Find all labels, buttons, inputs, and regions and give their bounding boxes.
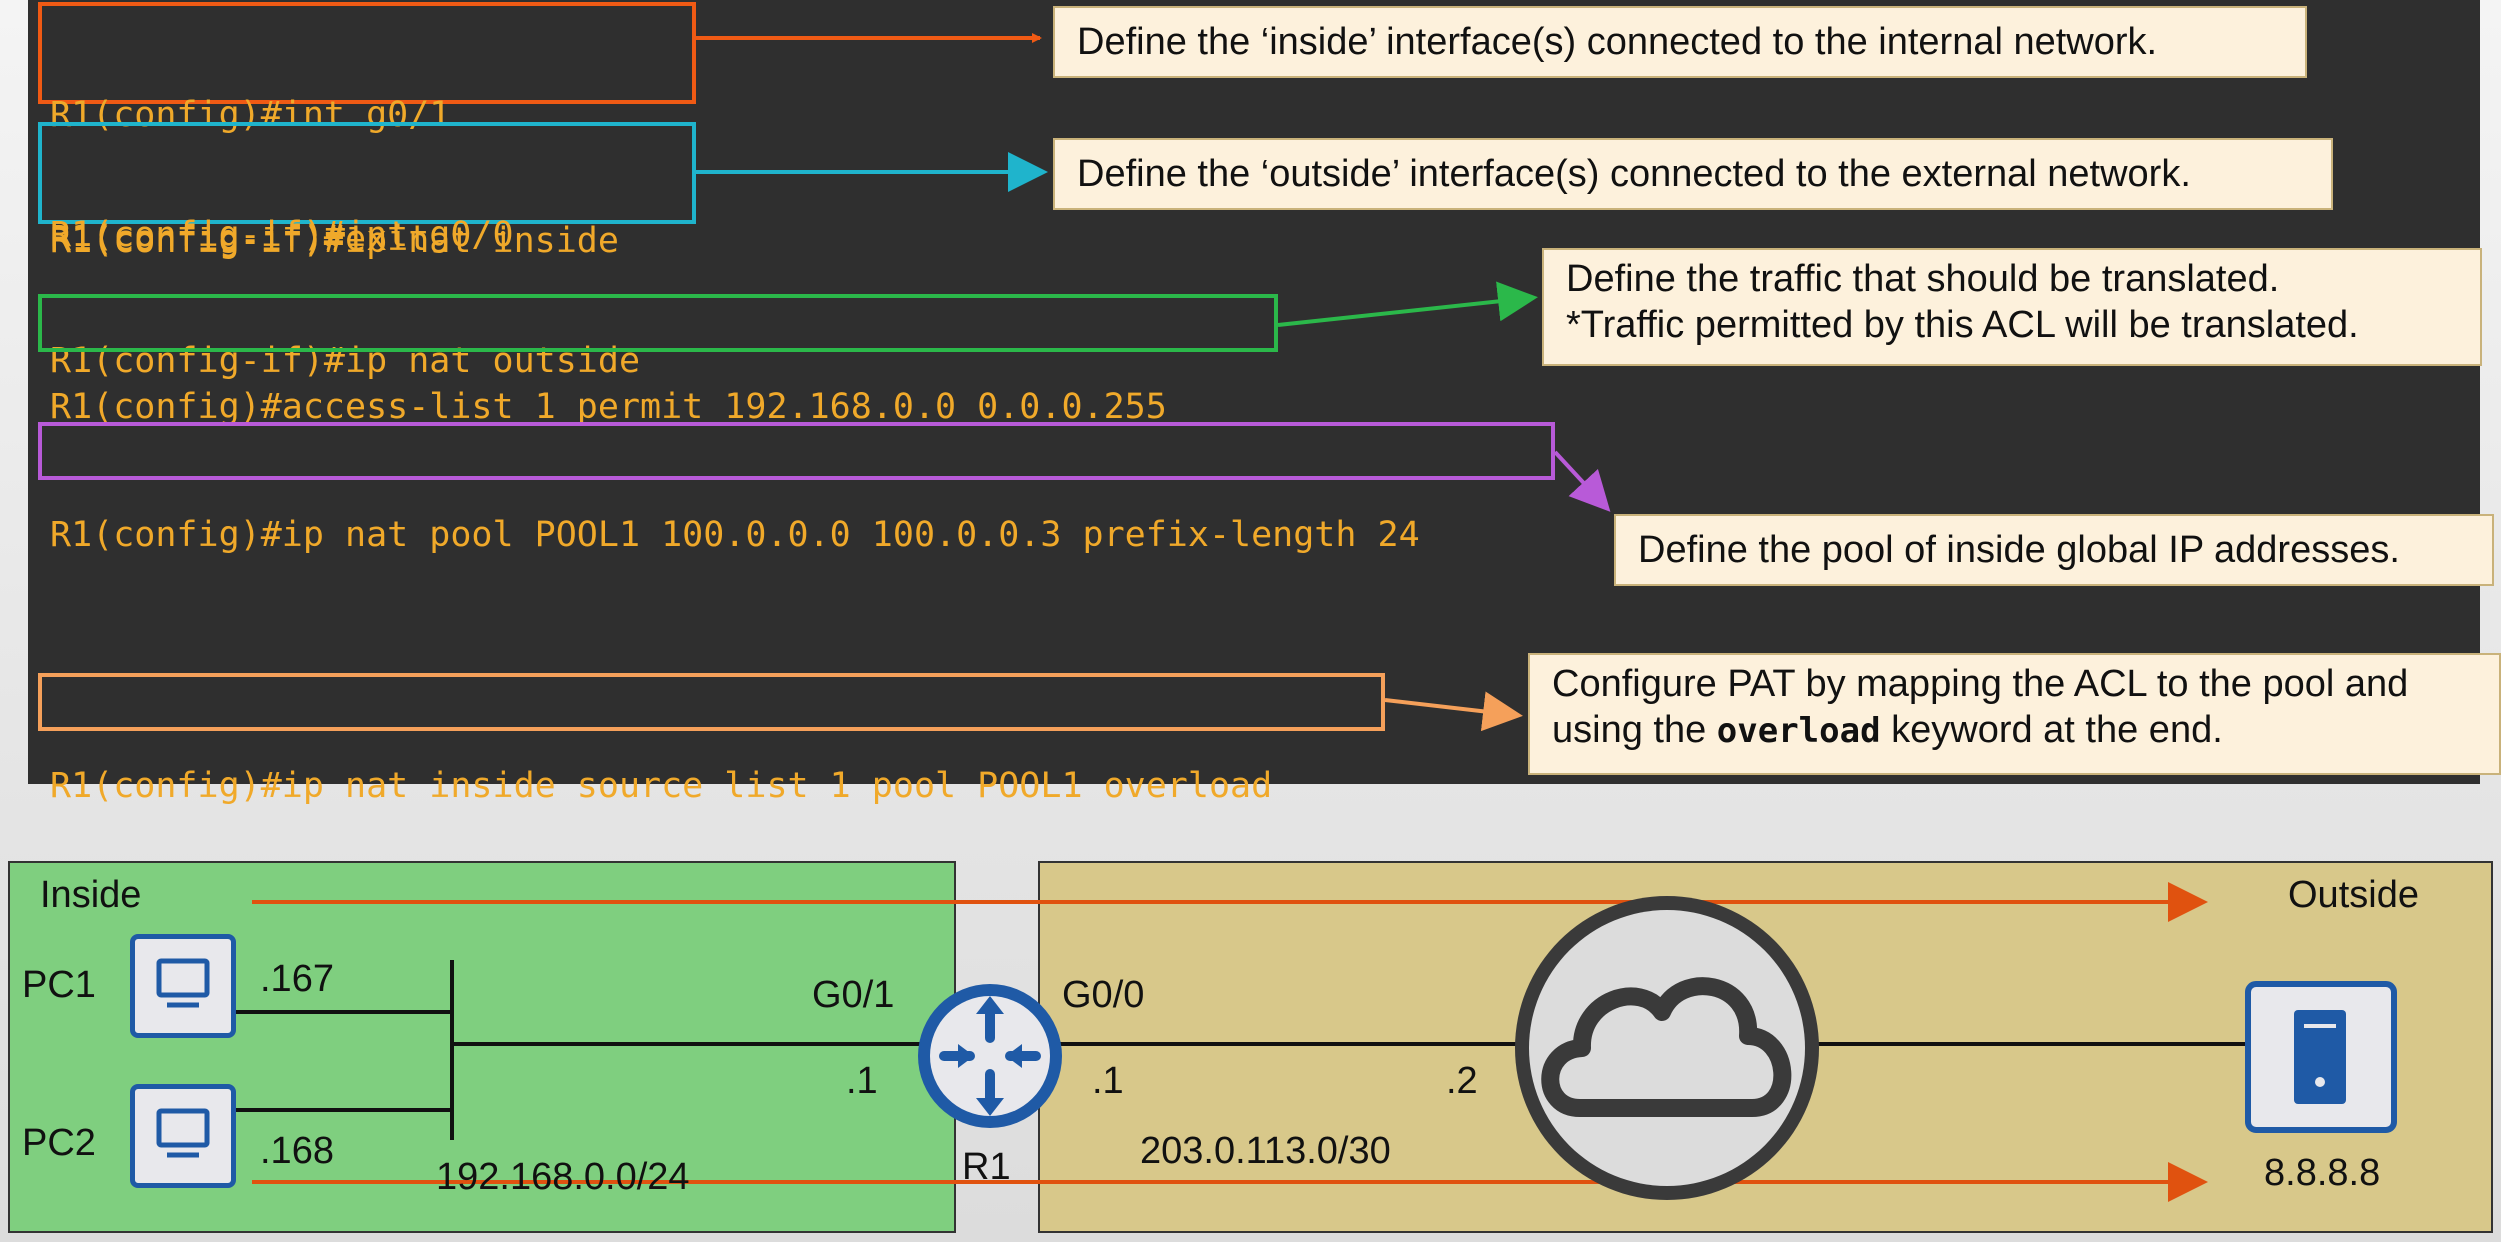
pc-icon <box>130 934 236 1038</box>
router-inside-ip-label: .1 <box>846 1060 878 1102</box>
note-text: Define the pool of inside global IP addr… <box>1638 529 2400 571</box>
pat-note: Configure PAT by mapping the ACL to the … <box>1528 653 2501 775</box>
wan-subnet-label: 203.0.113.0/30 <box>1140 1130 1391 1172</box>
overload-keyword: overload <box>1716 711 1881 751</box>
note-text-line2: using the overload keyword at the end. <box>1552 707 2499 754</box>
pc2-ip-label: .168 <box>260 1130 334 1172</box>
pool-command: R1(config)#ip nat pool POOL1 100.0.0.0 1… <box>38 422 1555 555</box>
server-icon <box>2245 981 2397 1133</box>
lan-subnet-label: 192.168.0.0/24 <box>436 1156 690 1198</box>
note-text: Define the traffic that should be transl… <box>1566 258 2280 300</box>
command-line: R1(config)#access-list 1 permit 192.168.… <box>50 387 1167 427</box>
router-icon <box>918 984 1062 1128</box>
outside-label: Outside <box>2288 874 2419 916</box>
pc1-label: PC1 <box>22 964 96 1006</box>
isp-ip-label: .2 <box>1446 1060 1478 1102</box>
command-line: R1(config)#ip nat pool POOL1 100.0.0.0 1… <box>50 515 1420 555</box>
outside-note: Define the ‘outside’ interface(s) connec… <box>1053 138 2333 210</box>
inside-note: Define the ‘inside’ interface(s) connect… <box>1053 6 2307 78</box>
g00-label: G0/0 <box>1062 974 1145 1016</box>
pat-command: R1(config)#ip nat inside source list 1 p… <box>38 673 1385 806</box>
router-label: R1 <box>962 1146 1011 1188</box>
router-outside-ip-label: .1 <box>1092 1060 1124 1102</box>
inside-interface-commands: R1(config)#int g0/1 R1(config-if)#ip nat… <box>38 2 696 261</box>
acl-callout-arrow <box>1277 281 1538 327</box>
cloud-icon <box>1515 896 1819 1200</box>
command-line: R1(config)#ip nat inside source list 1 p… <box>50 766 1273 806</box>
note-text: *Traffic permitted by this ACL will be t… <box>1566 304 2359 346</box>
outside-interface-commands: R1(config-if)#int g0/0 R1(config-if)#ip … <box>38 122 696 381</box>
pc-icon <box>130 1084 236 1188</box>
pool-callout-arrow <box>1553 450 1611 512</box>
g01-label: G0/1 <box>812 974 895 1016</box>
command-line: R1(config-if)#int g0/0 <box>50 215 514 255</box>
command-line: R1(config-if)#ip nat outside <box>50 341 641 381</box>
command-line: R1(config)#int g0/1 <box>50 95 451 135</box>
acl-note: Define the traffic that should be transl… <box>1542 248 2482 366</box>
inside-label: Inside <box>40 874 142 916</box>
command-line: R1(config-if)#ip nat inside <box>50 221 619 261</box>
pc1-ip-label: .167 <box>260 958 334 1000</box>
pc-glyph <box>156 958 210 1008</box>
inside-zone <box>8 861 956 1233</box>
pc2-label: PC2 <box>22 1122 96 1164</box>
pat-callout-arrow <box>1384 691 1523 732</box>
note-text: using the <box>1552 709 1717 751</box>
note-text: Define the ‘outside’ interface(s) connec… <box>1077 153 2191 195</box>
note-text: keyword at the end. <box>1880 709 2223 751</box>
note-text: Define the ‘inside’ interface(s) connect… <box>1077 21 2158 63</box>
note-text: Configure PAT by mapping the ACL to the … <box>1552 663 2409 705</box>
server-ip-label: 8.8.8.8 <box>2264 1152 2381 1194</box>
exit-command: R1(config-if)#exit <box>50 219 430 259</box>
acl-command: R1(config)#access-list 1 permit 192.168.… <box>38 294 1278 427</box>
pool-note: Define the pool of inside global IP addr… <box>1614 514 2494 586</box>
pc-glyph <box>156 1108 210 1158</box>
